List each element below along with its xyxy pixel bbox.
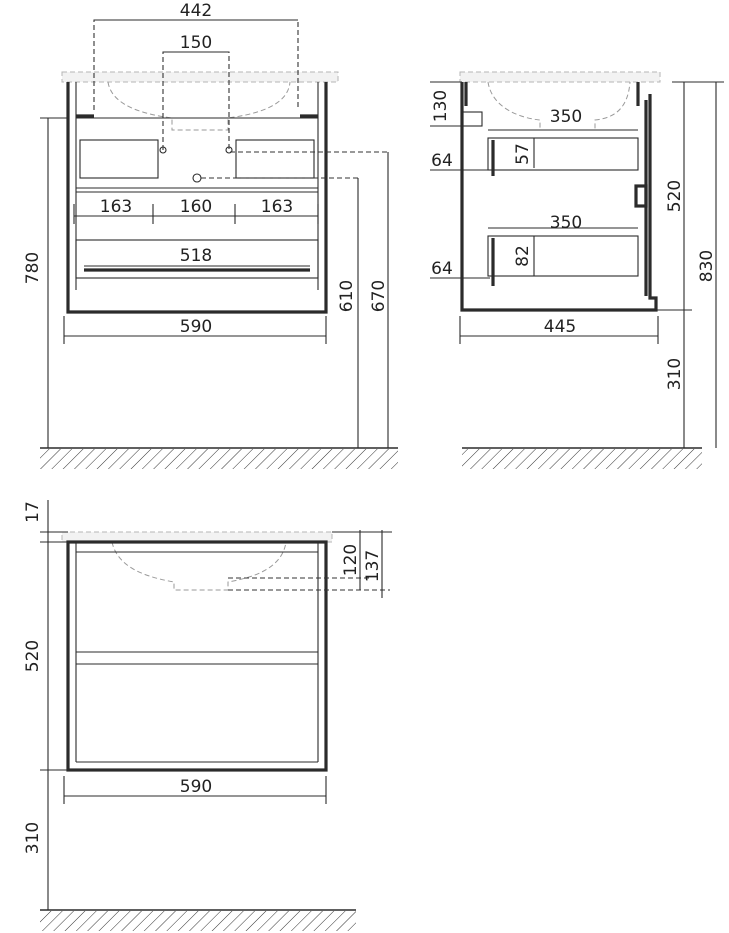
- side-view: 130 350 57 64 350 82 64 445 520 830 310: [430, 71, 724, 469]
- dim-basin-depth-b: 137: [363, 550, 383, 582]
- dim-lower-cabinet-width: 590: [180, 777, 212, 797]
- dim-lower-drawer-height: 82: [513, 245, 533, 267]
- dim-upper-drawer-depth: 350: [550, 107, 582, 127]
- dim-cabinet-height: 520: [665, 180, 685, 212]
- dim-tap-outer: 442: [180, 1, 212, 21]
- dim-upper-drawer-height: 57: [513, 143, 533, 165]
- cabinet-body: [66, 82, 328, 314]
- dim-segment-right: 163: [261, 197, 293, 217]
- dim-cabinet-width: 590: [180, 317, 212, 337]
- dim-total-height: 780: [23, 252, 43, 284]
- dim-lower-cabinet-height: 520: [23, 640, 43, 672]
- dim-basin-depth: 130: [431, 90, 451, 122]
- basin-outline: [107, 81, 291, 131]
- side-countertop: [459, 71, 661, 83]
- dim-lower-drawer: 518: [180, 246, 212, 266]
- dim-lower-drawer-offset: 64: [431, 259, 453, 279]
- dim-side-total-height: 830: [697, 250, 717, 282]
- dim-top-thickness: 17: [23, 501, 43, 523]
- dim-lower-drawer-depth: 350: [550, 213, 582, 233]
- dim-siphon-b: 670: [369, 280, 389, 312]
- dim-side-wall-gap: 310: [665, 358, 685, 390]
- dim-cabinet-depth: 445: [544, 317, 576, 337]
- dim-siphon-a: 610: [337, 280, 357, 312]
- countertop: [61, 71, 339, 83]
- dim-segment-left: 163: [100, 197, 132, 217]
- lower-countertop: [61, 531, 333, 543]
- dim-segment-middle: 160: [180, 197, 212, 217]
- dim-lower-wall-gap: 310: [23, 822, 43, 854]
- front-view-lower: 17 120 137 520 590 310: [23, 500, 392, 931]
- front-view: 442 150 163 160 163 518 590 780 610 670: [23, 1, 398, 469]
- dim-tap-inner: 150: [180, 33, 212, 53]
- dim-basin-depth-a: 120: [341, 544, 361, 576]
- dim-upper-drawer-offset: 64: [431, 151, 453, 171]
